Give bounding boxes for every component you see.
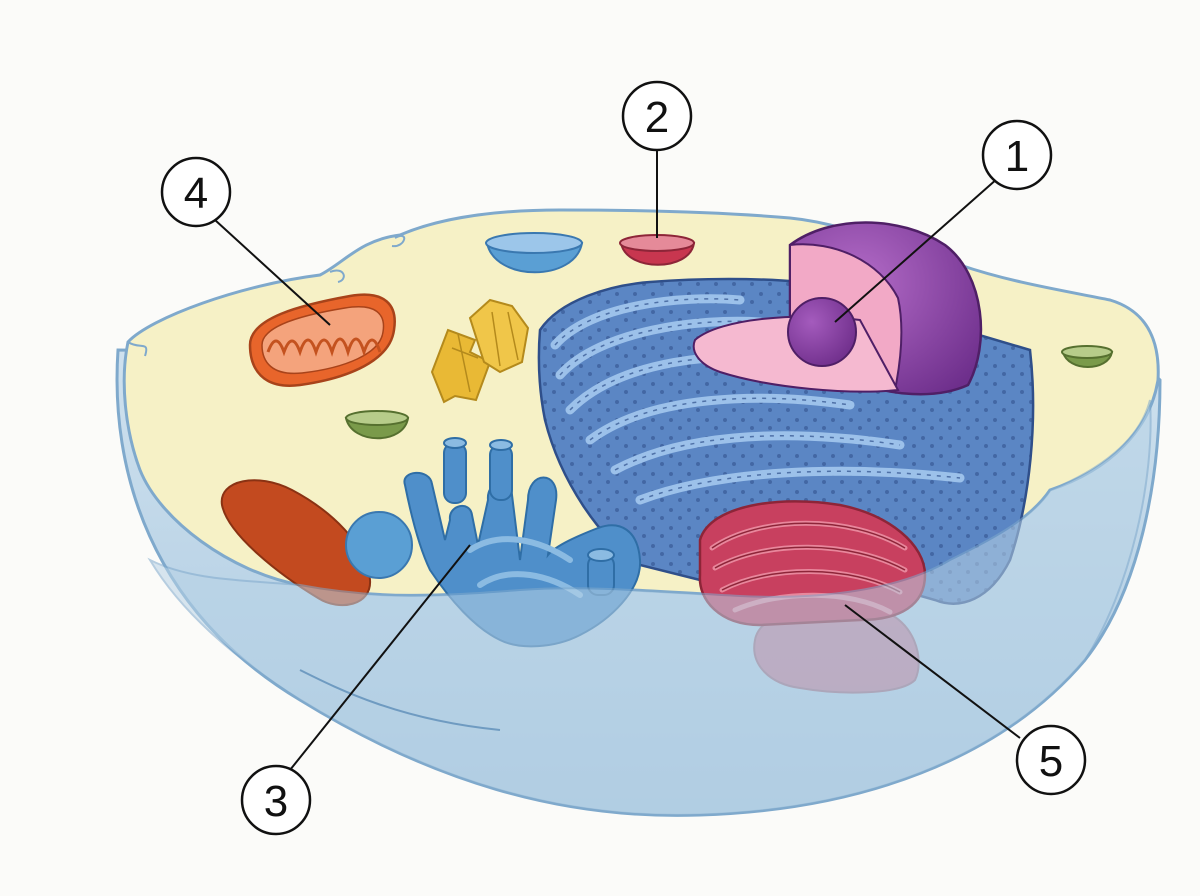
callout-5: 5 (1015, 724, 1087, 796)
vesicle-blue-top-rim (485, 232, 583, 254)
vesicle-green-right-rim (1061, 345, 1113, 359)
callout-4: 4 (160, 156, 232, 228)
callout-3-label: 3 (264, 777, 288, 826)
peroxisome (220, 479, 372, 607)
nucleus (692, 221, 983, 396)
leader-line-1 (834, 177, 999, 323)
nucleolus (787, 297, 857, 367)
callout-4-label: 4 (184, 169, 208, 218)
callout-1-label: 1 (1005, 132, 1029, 181)
leader-line-5 (844, 604, 1021, 739)
leader-line-3 (289, 544, 471, 771)
leader-line-4 (214, 219, 331, 326)
callout-2: 2 (621, 80, 693, 152)
vesicle-green-left-rim (345, 410, 409, 426)
shell-fold-line (299, 669, 501, 731)
membrane-edge-ruffle (127, 235, 406, 357)
centrioles (430, 298, 530, 404)
callout-3: 3 (240, 764, 312, 836)
callout-5-label: 5 (1039, 737, 1063, 786)
callout-2-label: 2 (645, 93, 669, 142)
mitochondrion (248, 293, 396, 387)
vesicle-blue-sphere (345, 511, 413, 579)
callout-1: 1 (981, 119, 1053, 191)
